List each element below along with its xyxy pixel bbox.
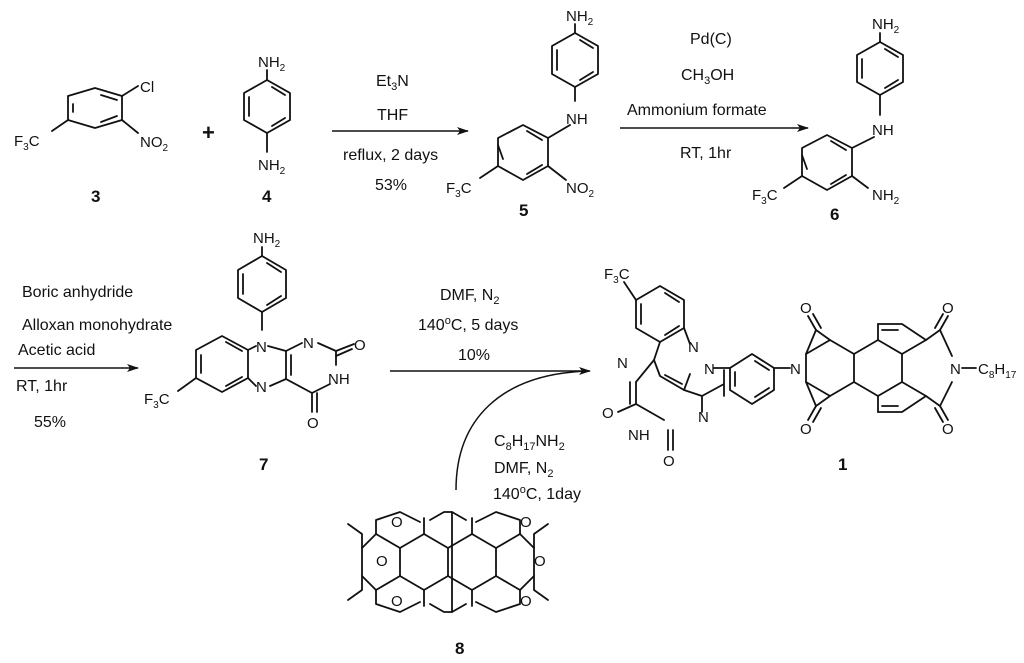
amine-label-top: NH2 <box>258 54 286 74</box>
step3-reagent-acid: Acetic acid <box>18 342 95 359</box>
amine-label: NH2 <box>566 8 594 28</box>
step1-yield: 53% <box>375 177 407 194</box>
compound-5-structure: NH2 NH NO2 F3C <box>446 8 599 200</box>
step4-condition: 140oC, 5 days <box>418 315 518 334</box>
trifluoromethyl-label: F3C <box>752 187 778 207</box>
trifluoromethyl-label: F3C <box>604 266 630 286</box>
compound-7-label: 7 <box>259 455 268 474</box>
step1-condition: reflux, 2 days <box>343 147 438 164</box>
step3-yield: 55% <box>34 414 66 431</box>
step1-reagent-triethylamine: Et3N <box>376 73 409 93</box>
nh-imide-label: NH <box>328 371 350 388</box>
anhydride-o-label-6: O <box>520 593 532 610</box>
carbonyl-o-label-2: O <box>307 415 319 432</box>
amine-label-ortho: NH2 <box>872 187 900 207</box>
compound-5-label: 5 <box>519 201 528 220</box>
amine-label-top: NH2 <box>872 16 900 36</box>
compound-4-label: 4 <box>262 187 272 206</box>
ring-n-label-3: N <box>704 361 715 378</box>
imide-o-label-3: O <box>942 300 954 317</box>
anhydride-o-label-3: O <box>376 553 388 570</box>
nh-bridge-label: NH <box>872 122 894 139</box>
ring-n-label-1: N <box>256 339 267 356</box>
nh-bridge-label: NH <box>566 111 588 128</box>
imide-o-label-2: O <box>800 421 812 438</box>
imide-o-label-4: O <box>942 421 954 438</box>
anhydride-o-label-5: O <box>391 593 403 610</box>
step2-reagent-solvent: CH3OH <box>681 67 734 87</box>
amine-label-bottom: NH2 <box>258 157 286 177</box>
carbonyl-o-label-1: O <box>602 405 614 422</box>
nitro-label: NO2 <box>140 134 169 154</box>
amine-label: NH2 <box>253 230 281 250</box>
plus-sign: + <box>202 120 215 145</box>
step3-reagent-boric: Boric anhydride <box>22 284 133 301</box>
compound-4-structure: NH2 NH2 <box>243 54 291 177</box>
imide-n-label-2: N <box>950 361 961 378</box>
trifluoromethyl-label: F3C <box>446 180 472 200</box>
imide-n-label-1: N <box>790 361 801 378</box>
step4-reagent-solvent: DMF, N2 <box>440 287 499 307</box>
step2-condition: RT, 1hr <box>680 145 732 162</box>
compound-6-label: 6 <box>830 205 839 224</box>
compound-8-structure: O O O O O O <box>347 511 549 613</box>
octyl-label: C8H17 <box>978 361 1017 381</box>
carbonyl-o-label-1: O <box>354 337 366 354</box>
anhydride-o-label-1: O <box>391 514 403 531</box>
anhydride-o-label-2: O <box>520 514 532 531</box>
ring-n-label-4: N <box>698 409 709 426</box>
trifluoromethyl-label: F3C <box>144 391 170 411</box>
compound-6-structure: NH2 NH NH2 F3C <box>752 16 904 207</box>
compound-7-structure: NH2 N N N O NH O F3C <box>144 230 366 432</box>
ring-n-label-3: N <box>303 335 314 352</box>
chloro-label: Cl <box>140 79 154 96</box>
step2-reagent-formate: Ammonium formate <box>627 102 767 119</box>
step5-reagent-solvent: DMF, N2 <box>494 460 553 480</box>
addition-curve <box>455 370 589 491</box>
step3-reagent-alloxan: Alloxan monohydrate <box>22 317 172 334</box>
trifluoromethyl-label: F3C <box>14 133 40 153</box>
compound-3-structure: Cl NO2 F3C <box>14 79 169 154</box>
ring-n-label-2: N <box>617 355 628 372</box>
imide-o-label-1: O <box>800 300 812 317</box>
step3-condition: RT, 1hr <box>16 378 68 395</box>
ring-n-label-2: N <box>256 379 267 396</box>
step5-condition: 140oC, 1day <box>493 484 581 503</box>
compound-8-label: 8 <box>455 639 464 658</box>
carbonyl-o-label-2: O <box>663 453 675 470</box>
step1-reagent-solvent: THF <box>377 107 408 124</box>
nh-imide-label: NH <box>628 427 650 444</box>
step5-reagent-amine: C8H17NH2 <box>494 433 565 453</box>
anhydride-o-label-4: O <box>534 553 546 570</box>
ring-n-label-1: N <box>688 339 699 356</box>
step2-reagent-catalyst: Pd(C) <box>690 31 732 48</box>
compound-1-label: 1 <box>838 455 847 474</box>
nitro-label: NO2 <box>566 180 595 200</box>
compound-1-structure: F3C N N N N O NH O N O O O O N C8H17 <box>602 266 1017 470</box>
compound-3-label: 3 <box>91 187 100 206</box>
step4-yield: 10% <box>458 347 490 364</box>
